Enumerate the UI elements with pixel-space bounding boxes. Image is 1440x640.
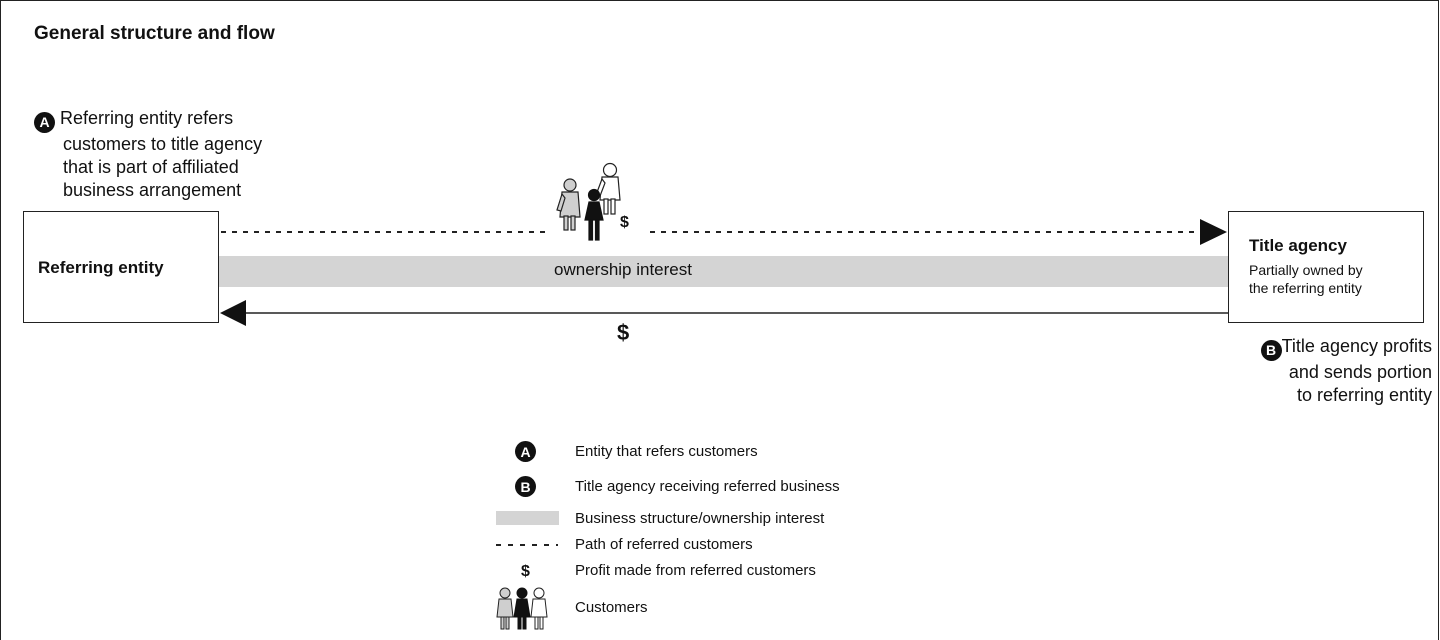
- title-agency-box: Title agency Partially owned by the refe…: [1228, 211, 1424, 323]
- title-agency-sub-line-1: Partially owned by: [1249, 262, 1363, 278]
- legend-a-text: Entity that refers customers: [575, 443, 758, 460]
- referring-entity-box: Referring entity: [23, 211, 219, 323]
- diagram-title: General structure and flow: [34, 23, 275, 44]
- note-a-line-3: that is part of affiliated: [63, 157, 239, 177]
- note-a: A Referring entity refers customers to t…: [34, 107, 262, 202]
- legend-customers-icon: [496, 587, 548, 630]
- customer-group-icon: [556, 162, 621, 241]
- note-a-line-1: Referring entity refers: [60, 108, 234, 128]
- legend-dollar-symbol: $: [521, 563, 530, 580]
- legend-dash-swatch: [496, 544, 558, 546]
- title-agency-label: Title agency: [1249, 236, 1347, 255]
- flow-dollar-bottom: $: [617, 320, 630, 345]
- note-a-line-2: customers to title agency: [63, 134, 263, 154]
- legend-bar-swatch: [496, 511, 559, 525]
- legend-dollar-text: Profit made from referred customers: [575, 562, 816, 579]
- note-b-line-1: Title agency profits: [1281, 336, 1432, 356]
- flow-dollar-top: $: [620, 214, 629, 231]
- referring-entity-label: Referring entity: [38, 258, 164, 277]
- legend-dash-text: Path of referred customers: [575, 536, 753, 553]
- title-agency-sub-line-2: the referring entity: [1249, 280, 1362, 296]
- badge-a-icon: A: [34, 112, 55, 133]
- arrow-right-icon: [1200, 219, 1227, 245]
- legend-b-text: Title agency receiving referred business: [575, 478, 840, 495]
- ownership-interest-label: ownership interest: [554, 260, 692, 279]
- arrow-left-icon: [220, 300, 246, 326]
- note-a-line-4: business arrangement: [63, 180, 242, 200]
- note-b-line-2: and sends portion: [1288, 362, 1432, 382]
- legend-customers-text: Customers: [575, 599, 648, 616]
- badge-b-icon: B: [1260, 340, 1282, 361]
- note-b-line-3: to referring entity: [1296, 385, 1432, 405]
- legend-bar-text: Business structure/ownership interest: [575, 510, 825, 527]
- legend-a-icon: A: [515, 441, 536, 462]
- ownership-interest-bar: [218, 256, 1228, 287]
- legend-b-icon: B: [515, 476, 536, 497]
